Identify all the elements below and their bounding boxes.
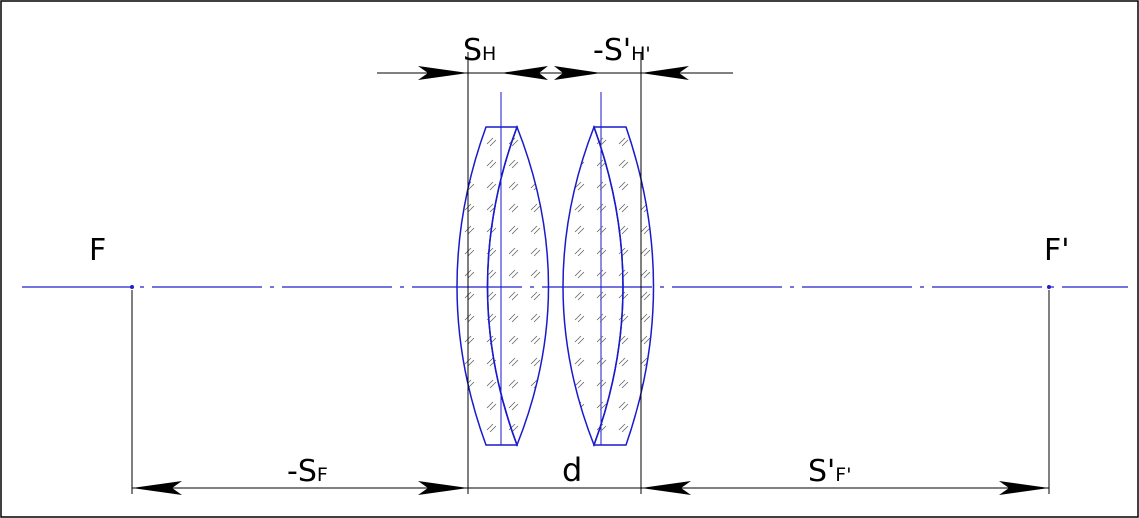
label-front-focus: F (89, 233, 106, 268)
arrow-sf-right (418, 481, 468, 495)
label-shprime-main: -S' (593, 33, 631, 68)
label-back-focus: F' (1044, 233, 1070, 268)
label-sfprime-sub: F' (835, 464, 851, 486)
arrow-sf-left (132, 481, 182, 495)
lens-right-negative (592, 126, 655, 446)
label-d: d (562, 451, 582, 489)
label-shprime-sub: H' (631, 43, 651, 65)
label-sh-main: S (463, 33, 482, 68)
label-shprime: -S'H' (593, 33, 651, 68)
arrow-sh-left (418, 66, 468, 80)
label-sfprime: S'F' (808, 454, 851, 489)
label-sf-main: -S (287, 454, 317, 489)
label-sh-sub: H (482, 43, 496, 65)
label-sf-sub: F (317, 464, 328, 486)
label-sh: SH (463, 33, 496, 68)
label-sfprime-main: S' (808, 454, 835, 489)
label-sf: -SF (287, 454, 328, 489)
front-focus-point (130, 285, 134, 289)
arrow-sfprime-right (999, 481, 1049, 495)
arrow-sh-right (501, 66, 548, 80)
lens-left-positive (486, 124, 550, 448)
back-focus-point (1047, 285, 1051, 289)
arrow-shprime-right (641, 66, 689, 80)
arrow-shprime-left (554, 66, 601, 80)
arrow-sfprime-left (641, 481, 691, 495)
